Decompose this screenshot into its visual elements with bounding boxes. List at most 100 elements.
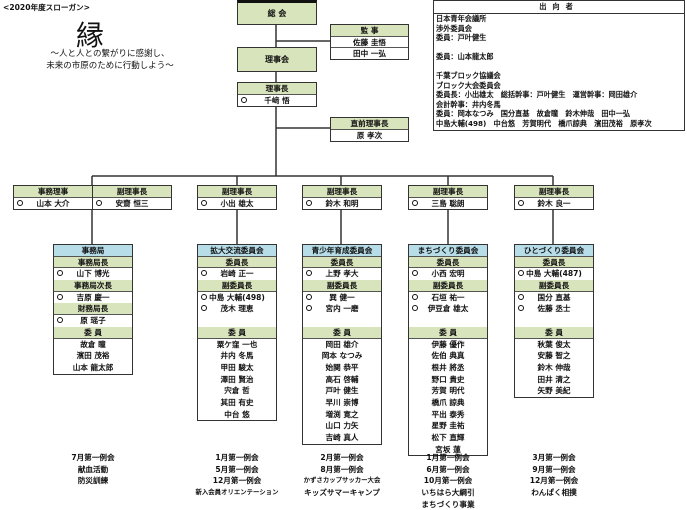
member-row: 濱田 茂裕 [54,350,132,362]
auditor-name: 田中 一弘 [352,49,387,59]
member-name: 芳賀 明代 [431,386,465,396]
general-meeting-box: 総 会 [237,0,317,25]
member-name: 野口 貴史 [431,374,465,384]
event-item: 新入会員オリエンテーション [195,488,279,497]
member-row: 高石 啓輔 [303,374,381,386]
member-name: 田井 清之 [537,374,571,384]
member-row: 秋葉 俊太 [515,339,593,351]
slogan-line-1: ～人と人との繋がりに感謝し、 [50,49,170,59]
member-row: 山口 力矢 [303,420,381,432]
secondment-title: 出向者 [434,1,684,14]
member-row: 安藤 智之 [515,350,593,362]
secondment-line [434,62,684,72]
spacer-row [198,315,276,327]
secondment-line: 委員：戸叶健生 [436,33,487,42]
member-name: 原 瑶子 [80,316,106,326]
section-title: 委 員 [198,326,276,339]
member-row: 根井 將丞 [409,362,487,374]
event-item: 献血活動 [77,464,109,474]
member-row: 佐藤 丞士 [515,303,593,315]
member-row: 原 瑶子 [54,315,132,327]
event-item: キッズサマーキャンプ [304,488,380,498]
event-item: 9月第一例会 [532,464,576,474]
section-title: 副委員長 [409,280,487,292]
committee-box: 事務局事務局長山下 博光事務局次長吉原 慶一財務局長原 瑶子委 員故倉 瞳濱田 … [53,244,133,375]
past-president-title: 直前理事長 [331,118,408,130]
section-title: 委 員 [515,326,593,339]
secondment-line: 千葉ブロック協議会 [436,71,501,80]
circle-icon [306,293,312,300]
member-row: 矢野 美紀 [515,385,593,397]
event-item: いちはら大綱引 [421,488,475,498]
member-name: 山本 龍太郎 [72,362,114,372]
secondment-line: ブロック大会委員会 [436,80,501,90]
slogan-label: <2020年度スローガン> [3,3,91,12]
member-row: 吉崎 真人 [303,432,381,444]
member-name: 佐藤 丞士 [537,304,571,314]
vice-name: 山本 大介 [14,198,92,210]
circle-icon [306,270,312,277]
member-row: 宮坂 蓮 [409,444,487,456]
member-row: 小西 宏明 [409,268,487,280]
vice-name: 鈴木 良一 [515,198,593,210]
secondment-box: 出向者 日本青年会議所渉外委員会委員：戸叶健生委員：山本龍太郎千葉ブロック協議会… [433,0,685,131]
member-row: 早川 崇博 [303,397,381,409]
vice-president-box: 副理事長三島 聡朗 [408,185,488,210]
spacer-row [515,315,593,327]
committee-box: まちづくり委員会委員長小西 宏明副委員長石垣 祐一伊豆倉 雄太委 員伊藤 優作佐… [408,244,488,457]
event-item: 防災訓練 [77,476,109,486]
member-name: 山下 博光 [76,269,110,279]
committee-title: ひとづくり委員会 [515,245,593,257]
event-item: 2月第一例会 [320,453,364,462]
secondment-line: 委員：岡本なつみ 国分直基 故倉瞳 鈴木伸哉 田中一弘 [436,109,631,118]
name-text: 小出 雄太 [220,198,254,208]
committee-title: 事務局 [54,245,132,257]
member-name: 始関 恭平 [325,362,359,372]
member-row: 宍倉 哲 [198,385,276,397]
secondment-line [434,43,684,53]
committee-title: まちづくり委員会 [409,245,487,257]
member-name: 岡本 なつみ [321,351,363,361]
member-row: 伊藤 優作 [409,339,487,351]
past-president-name: 原 孝次 [356,130,383,140]
event-item: かずさカップサッカー大会 [303,476,381,485]
circle-icon [412,270,418,277]
member-row: 井内 冬馬 [198,350,276,362]
name-text: 鈴木 良一 [537,198,571,208]
member-row: 茂木 理恵 [198,303,276,315]
committee-box: 青少年育成委員会委員長上野 孝大副委員長巽 健一宮内 一磨委 員岡田 雄介岡本 … [302,244,382,445]
member-name: 早川 崇博 [325,397,359,407]
auditor-name: 佐藤 圭悟 [331,37,408,49]
event-item: 1月第一例会 [215,453,259,462]
circle-icon [96,199,102,206]
member-name: 巽 健一 [329,292,355,302]
member-row: 吉原 慶一 [54,292,132,304]
member-name: 澤田 賢治 [220,374,254,384]
member-row: 佐伯 典真 [409,350,487,362]
secondment-line: 会計幹事：井内冬馬 [436,99,501,109]
member-row: 石垣 祐一 [409,292,487,304]
vice-title: 副理事長 [198,186,276,198]
member-row: 橋爪 諒典 [409,397,487,409]
member-row: 鈴木 伸哉 [515,362,593,374]
event-item: 8月第一例会 [320,464,364,474]
name-text: 安齋 恒三 [115,198,149,208]
member-row: 国分 直基 [515,292,593,304]
committee-box: 拡大交流委員会委員長岩崎 正一副委員長中島 大輔(498)茂木 理恵委 員粟ケ窪… [197,244,277,422]
member-name: 故倉 瞳 [80,339,106,349]
section-title: 委 員 [54,326,132,339]
member-row: 甲田 駿太 [198,362,276,374]
member-row: 中島 大輔(498) [198,292,276,304]
member-name: 濱田 茂裕 [76,351,110,361]
circle-icon [57,317,63,324]
member-row: 澤田 賢治 [198,374,276,386]
member-name: 伊豆倉 雄太 [427,304,469,314]
member-row: 星野 圭祐 [409,420,487,432]
circle-icon [201,293,207,300]
member-row: 山下 博光 [54,268,132,280]
member-name: 上野 孝大 [325,269,359,279]
section-title: 副委員長 [198,280,276,292]
member-name: 山口 力矢 [325,421,359,431]
